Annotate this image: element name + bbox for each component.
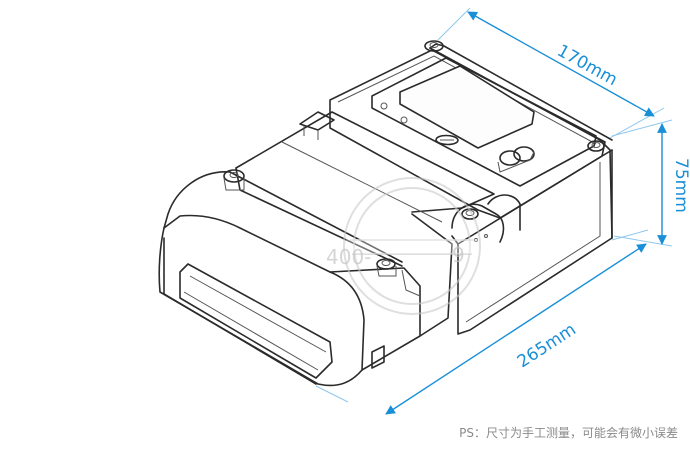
dimension-height: 75mm [611,119,690,247]
watermark-number: 400- [326,245,371,269]
screw-icon [587,140,605,152]
screw-icon [223,169,245,191]
dimension-length-label: 265mm [514,320,580,372]
screw-icon [376,258,397,277]
measurement-note: PS：尺寸为手工测量，可能会有微小误差 [459,426,678,440]
dimension-height-label: 75mm [671,158,690,213]
watermark-number-tail: 9 [452,243,465,267]
energy-meter [158,40,613,387]
screw-icon [424,40,444,52]
